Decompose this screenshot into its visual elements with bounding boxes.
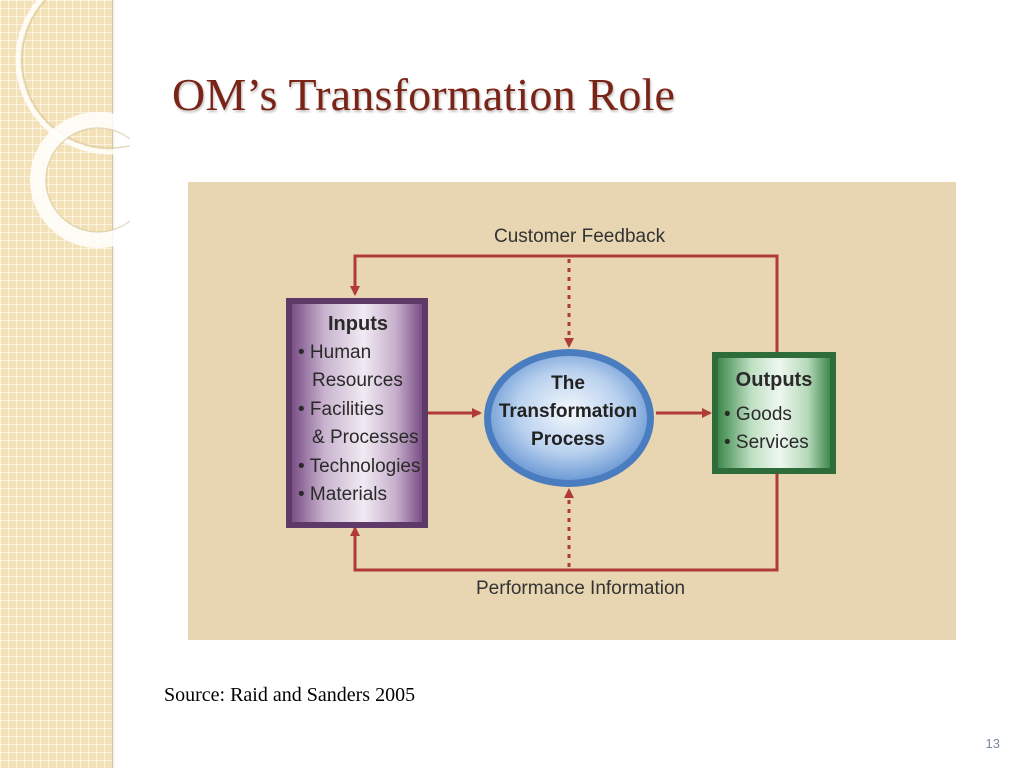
inputs-item: • Technologies	[298, 455, 421, 477]
decorative-ring-large-edge	[21, 0, 130, 149]
outputs-item: • Goods	[724, 403, 792, 425]
decorative-ring-small-edge	[45, 127, 130, 233]
side-strip-shadow	[112, 0, 116, 768]
process-line: The	[551, 373, 585, 394]
source-citation: Source: Raid and Sanders 2005	[164, 684, 416, 706]
inputs-item: • Facilities	[298, 398, 384, 420]
inputs-text: Inputs • Human Resources • Facilities & …	[298, 310, 421, 510]
outputs-text: Outputs • Goods • Services	[724, 366, 824, 458]
process-line: Transformation	[498, 401, 638, 422]
decorative-ring-small	[30, 112, 130, 248]
inputs-item: • Human	[298, 341, 372, 363]
decorative-rings	[15, 0, 130, 248]
slide-title: OM’s Transformation Role	[172, 69, 676, 120]
diagram-graphics	[286, 254, 836, 572]
outputs-item: • Services	[724, 432, 809, 453]
inputs-item: & Processes	[312, 427, 419, 448]
outputs-box	[718, 358, 830, 468]
diagram-panel: Customer Feedback Performance Informatio…	[188, 182, 956, 640]
process-text: The Transformation Process	[483, 370, 653, 454]
inputs-item: • Materials	[298, 484, 388, 505]
performance-information-label: Performance Information	[476, 578, 686, 599]
decorative-ring-large	[15, 0, 130, 155]
page-number: 13	[985, 736, 1000, 751]
process-line: Process	[531, 429, 605, 450]
outputs-title: Outputs	[735, 369, 813, 391]
process-ellipse	[491, 356, 647, 480]
customer-feedback-arrow	[350, 254, 779, 352]
inputs-item: Resources	[312, 370, 403, 391]
inputs-title: Inputs	[328, 313, 388, 335]
performance-information-arrow	[350, 474, 779, 572]
customer-feedback-label: Customer Feedback	[494, 226, 666, 247]
inputs-box	[292, 304, 422, 522]
